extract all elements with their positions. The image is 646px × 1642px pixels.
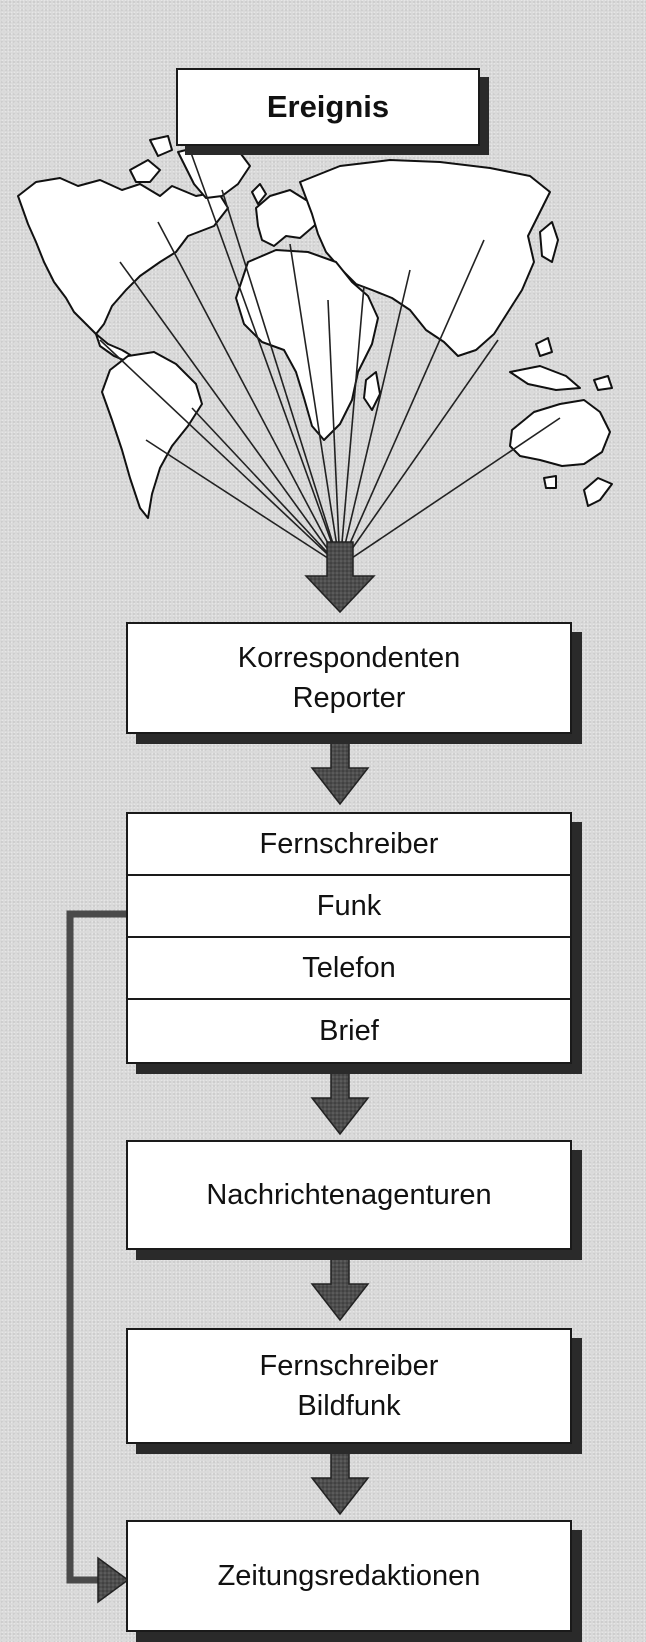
convergence-line: [339, 339, 499, 567]
africa-shape: [235, 249, 379, 441]
convergence-line: [157, 221, 341, 567]
down-arrow-icon: [304, 541, 376, 614]
convergence-line: [339, 285, 365, 567]
convergence-line: [339, 269, 411, 567]
convergence-line: [339, 239, 485, 567]
island-shape: [543, 475, 557, 489]
convergence-line: [339, 417, 561, 567]
world-map-icon: [17, 135, 613, 519]
channel-row-telefon: Telefon: [128, 938, 570, 1000]
down-arrow-icon: [310, 739, 370, 806]
madagascar-shape: [363, 371, 381, 411]
correspondents-box: Korrespondenten Reporter: [126, 622, 572, 734]
photo-radio-label: Bildfunk: [297, 1390, 401, 1422]
convergence-line: [189, 149, 341, 567]
arctic-island-shape: [129, 159, 161, 183]
convergence-line: [119, 261, 341, 567]
convergence-line: [221, 189, 341, 567]
arctic-island-shape: [149, 135, 173, 157]
indonesia-shape: [509, 365, 581, 391]
down-arrow-icon: [310, 1255, 370, 1322]
channel-row-brief: Brief: [128, 1000, 570, 1062]
island-shape: [535, 337, 553, 357]
greenland-shape: [177, 143, 251, 199]
transmission-box: Fernschreiber Bildfunk: [126, 1328, 572, 1444]
convergence-lines: [99, 149, 561, 567]
convergence-line: [99, 339, 341, 567]
australia-shape: [509, 399, 611, 467]
down-arrow-icon: [310, 1069, 370, 1136]
channel-label: Fernschreiber: [259, 828, 439, 860]
convergence-line: [289, 243, 341, 567]
arrowhead-right-icon: [97, 1556, 130, 1604]
correspondents-label: Korrespondenten: [237, 642, 461, 674]
south-america-shape: [101, 351, 203, 519]
channel-row-funk: Funk: [128, 876, 570, 938]
newsrooms-label: Zeitungsredaktionen: [217, 1560, 481, 1592]
channels-box: Fernschreiber Funk Telefon Brief: [126, 812, 572, 1064]
news-agencies-box: Nachrichtenagenturen: [126, 1140, 572, 1250]
feedback-path: [66, 910, 126, 1584]
island-shape: [593, 375, 613, 391]
north-america-shape: [17, 177, 229, 335]
convergence-line: [191, 407, 341, 567]
channel-label: Brief: [319, 1015, 379, 1047]
down-arrows: [304, 541, 376, 1516]
newsrooms-box: Zeitungsredaktionen: [126, 1520, 572, 1632]
convergence-line: [327, 299, 341, 567]
teleprinter-label: Fernschreiber: [259, 1350, 439, 1382]
reporter-label: Reporter: [292, 682, 406, 714]
news-agencies-label: Nachrichtenagenturen: [206, 1179, 492, 1211]
british-isles-shape: [251, 183, 267, 205]
new-zealand-shape: [583, 477, 613, 507]
channel-label: Telefon: [302, 952, 396, 984]
down-arrow-icon: [310, 1449, 370, 1516]
event-label: Ereignis: [266, 89, 390, 124]
event-box: Ereignis: [176, 68, 480, 146]
channel-label: Funk: [316, 890, 382, 922]
japan-shape: [539, 221, 559, 263]
channel-row-fernschreiber: Fernschreiber: [128, 814, 570, 876]
convergence-line: [145, 439, 341, 567]
